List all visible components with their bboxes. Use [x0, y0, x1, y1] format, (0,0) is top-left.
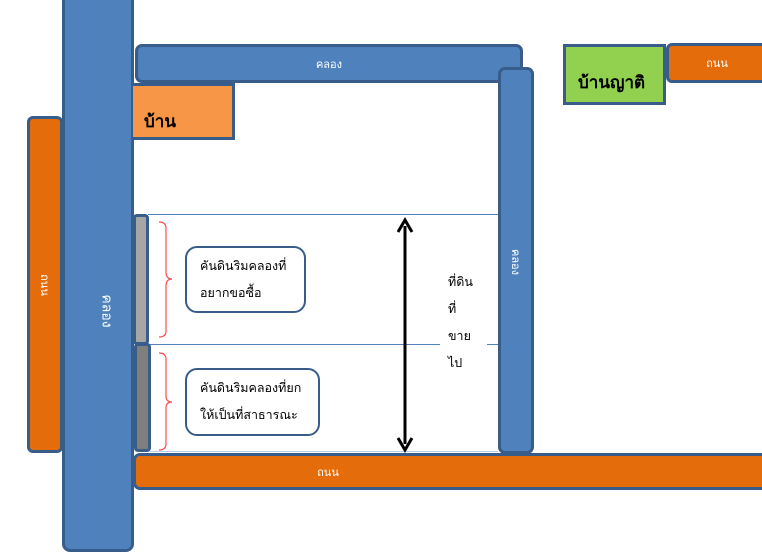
callout-public-line1: คันดินริมคลองที่ยก: [200, 380, 302, 395]
embankment-strip-public: [134, 343, 151, 452]
canal-main-left: คลอง: [62, 0, 134, 552]
canal-top-label: คลอง: [315, 57, 343, 71]
callout-want-to-buy: คันดินริมคลองที่ อยากขอซื้อ: [185, 246, 306, 313]
canal-right: คลอง: [498, 67, 534, 454]
brace-public: [158, 352, 173, 451]
sold-land-label-line: ไป: [448, 355, 463, 370]
sold-land-label-line: ขาย: [448, 328, 471, 343]
brace-want-to-buy: [158, 221, 173, 338]
road-top-right: ถนน: [666, 43, 762, 83]
road-left: ถนน: [27, 116, 63, 453]
double-arrow-sold-land: [396, 217, 414, 453]
sold-land-label: ที่ดิน ที่ ขาย ไป: [448, 268, 488, 376]
land-boundary-middle-right: [487, 344, 498, 345]
sold-land-label-line: ที่: [448, 301, 457, 316]
callout-want-to-buy-line2: อยากขอซื้อ: [200, 285, 262, 300]
land-boundary-bottom: [150, 451, 498, 452]
callout-want-to-buy-line1: คันดินริมคลองที่: [200, 258, 287, 273]
house: บ้าน: [133, 83, 235, 140]
callout-public-line2: ให้เป็นที่สาธารณะ: [200, 407, 298, 422]
house-label: บ้าน: [144, 112, 176, 132]
canal-top: คลอง: [135, 44, 523, 83]
relative-house-label: บ้านญาติ: [578, 73, 646, 93]
land-boundary-top: [148, 214, 498, 215]
sold-land-label-line: ที่ดิน: [448, 274, 473, 289]
land-boundary-middle: [150, 344, 440, 345]
callout-public: คันดินริมคลองที่ยก ให้เป็นที่สาธารณะ: [185, 368, 320, 436]
road-top-right-label: ถนน: [706, 57, 728, 70]
road-bottom-label: ถนน: [317, 465, 339, 479]
road-bottom: ถนน: [133, 453, 762, 490]
relative-house: บ้านญาติ: [563, 44, 666, 105]
